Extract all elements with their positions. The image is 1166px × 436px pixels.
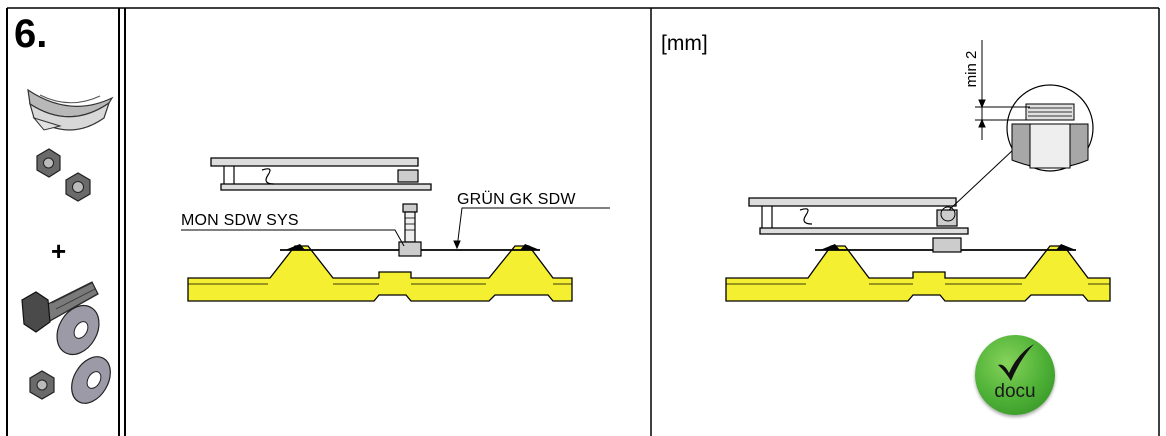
washer-icon <box>56 304 100 356</box>
nut-icon-3 <box>29 370 55 400</box>
label-gruen-gk-sdw: GRÜN GK SDW <box>457 191 576 208</box>
docu-text: docu <box>994 381 1036 402</box>
nut-icon <box>36 148 61 178</box>
panel-borders <box>6 7 1160 436</box>
bolt-icon <box>21 281 99 333</box>
label-mon-sdw-sys: MON SDW SYS <box>181 212 299 229</box>
sandwich-panel-right <box>725 244 1111 302</box>
docu-badge: docu <box>975 335 1055 415</box>
step-number: 6. <box>14 12 48 56</box>
mounting-rail-right <box>748 197 969 253</box>
mounting-rail-left <box>210 157 432 191</box>
washer-icon-2 <box>71 356 111 404</box>
bolt-left <box>398 203 422 257</box>
plus-sign: + <box>51 236 67 266</box>
detail-magnifier <box>940 84 1094 222</box>
dimension-label: min 2 <box>963 50 980 88</box>
leader-lines-left <box>181 207 610 250</box>
dimension-lines <box>975 40 1030 140</box>
nut-icon-2 <box>65 172 91 202</box>
bracket-icon <box>27 88 114 131</box>
sandwich-panel-left <box>187 244 573 302</box>
checkmark-icon <box>998 344 1034 381</box>
unit-label: [mm] <box>661 32 708 55</box>
